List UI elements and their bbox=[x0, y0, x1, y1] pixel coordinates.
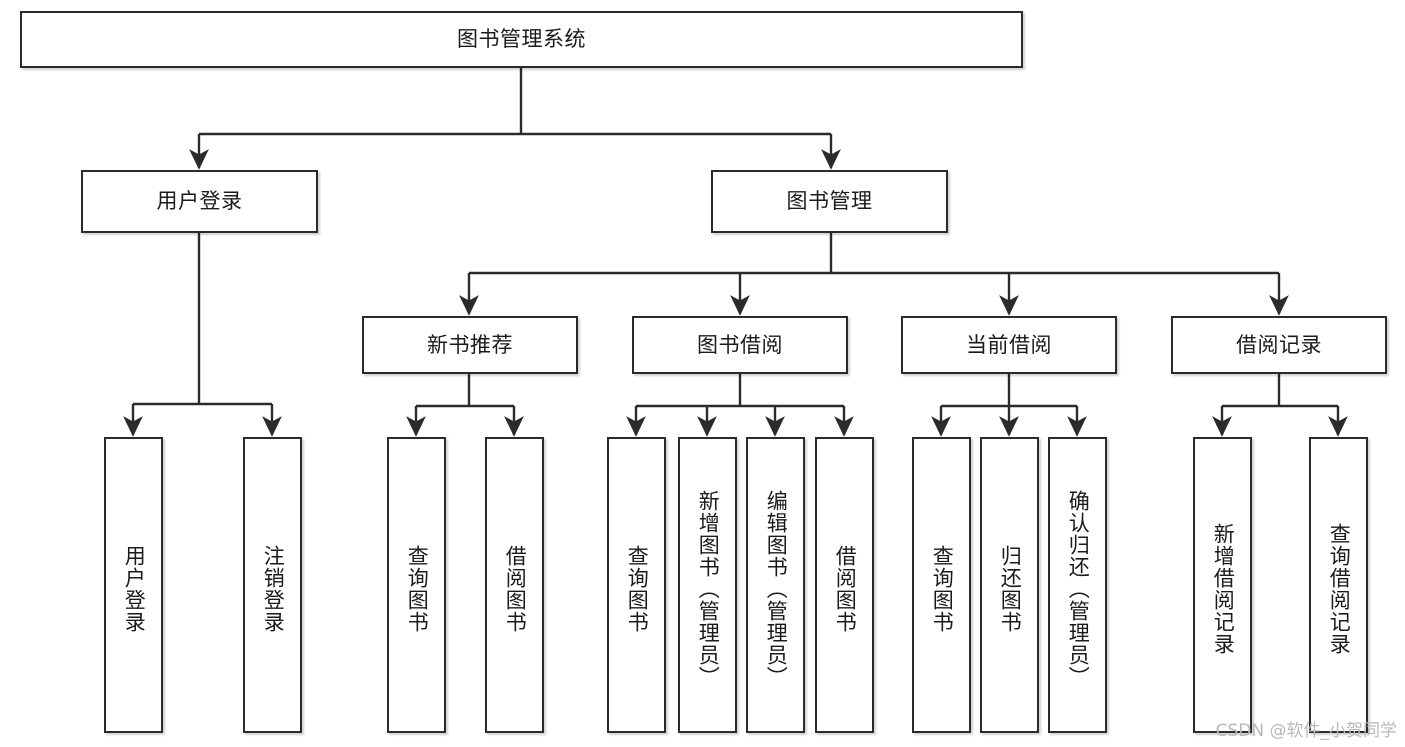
leaf-user-login-login[interactable]: 用户登录 bbox=[104, 437, 163, 733]
leaf-book-borrow-query[interactable]: 查询图书 bbox=[607, 437, 666, 733]
leaf-new-book-borrow[interactable]: 借阅图书 bbox=[485, 437, 544, 733]
leaf-new-book-query-label: 查询图书 bbox=[405, 545, 430, 633]
node-book-manage[interactable]: 图书管理 bbox=[711, 170, 948, 233]
node-current-borrow[interactable]: 当前借阅 bbox=[901, 316, 1117, 374]
leaf-book-borrow-query-label: 查询图书 bbox=[625, 545, 650, 633]
csdn-watermark: CSDN @软件_小贺同学 bbox=[1215, 721, 1397, 741]
leaf-new-book-borrow-label: 借阅图书 bbox=[503, 545, 528, 633]
leaf-user-login-logout[interactable]: 注销登录 bbox=[243, 437, 302, 733]
node-root[interactable]: 图书管理系统 bbox=[20, 11, 1023, 68]
node-root-label: 图书管理系统 bbox=[457, 27, 586, 52]
leaf-user-login-logout-label: 注销登录 bbox=[261, 545, 286, 633]
node-new-book-recommend[interactable]: 新书推荐 bbox=[362, 316, 578, 374]
node-borrow-records[interactable]: 借阅记录 bbox=[1171, 316, 1387, 374]
leaf-current-borrow-confirm[interactable]: 确认归还（管理员） bbox=[1048, 437, 1107, 733]
node-user-login[interactable]: 用户登录 bbox=[81, 170, 318, 233]
leaf-borrow-records-add[interactable]: 新增借阅记录 bbox=[1193, 437, 1252, 733]
leaf-book-borrow-borrow-label: 借阅图书 bbox=[833, 545, 858, 633]
leaf-book-borrow-add[interactable]: 新增图书（管理员） bbox=[678, 437, 737, 733]
leaf-user-login-login-label: 用户登录 bbox=[122, 545, 147, 633]
leaf-book-borrow-borrow[interactable]: 借阅图书 bbox=[815, 437, 874, 733]
leaf-book-borrow-add-label: 新增图书（管理员） bbox=[696, 490, 721, 688]
node-borrow-records-label: 借阅记录 bbox=[1236, 332, 1322, 357]
leaf-borrow-records-query[interactable]: 查询借阅记录 bbox=[1309, 437, 1368, 733]
node-user-login-label: 用户登录 bbox=[156, 189, 243, 214]
leaf-book-borrow-edit-label: 编辑图书（管理员） bbox=[764, 490, 789, 688]
node-current-borrow-label: 当前借阅 bbox=[966, 332, 1052, 357]
node-new-book-recommend-label: 新书推荐 bbox=[427, 332, 513, 357]
node-book-borrow[interactable]: 图书借阅 bbox=[632, 316, 848, 374]
leaf-current-borrow-query-label: 查询图书 bbox=[930, 545, 955, 633]
leaf-current-borrow-return-label: 归还图书 bbox=[998, 545, 1023, 633]
leaf-borrow-records-add-label: 新增借阅记录 bbox=[1211, 523, 1236, 655]
leaf-current-borrow-query[interactable]: 查询图书 bbox=[912, 437, 971, 733]
leaf-current-borrow-confirm-label: 确认归还（管理员） bbox=[1066, 490, 1091, 688]
node-book-borrow-label: 图书借阅 bbox=[697, 332, 783, 357]
leaf-book-borrow-edit[interactable]: 编辑图书（管理员） bbox=[746, 437, 805, 733]
leaf-current-borrow-return[interactable]: 归还图书 bbox=[980, 437, 1039, 733]
node-book-manage-label: 图书管理 bbox=[786, 189, 873, 214]
leaf-borrow-records-query-label: 查询借阅记录 bbox=[1327, 523, 1352, 655]
leaf-new-book-query[interactable]: 查询图书 bbox=[387, 437, 446, 733]
